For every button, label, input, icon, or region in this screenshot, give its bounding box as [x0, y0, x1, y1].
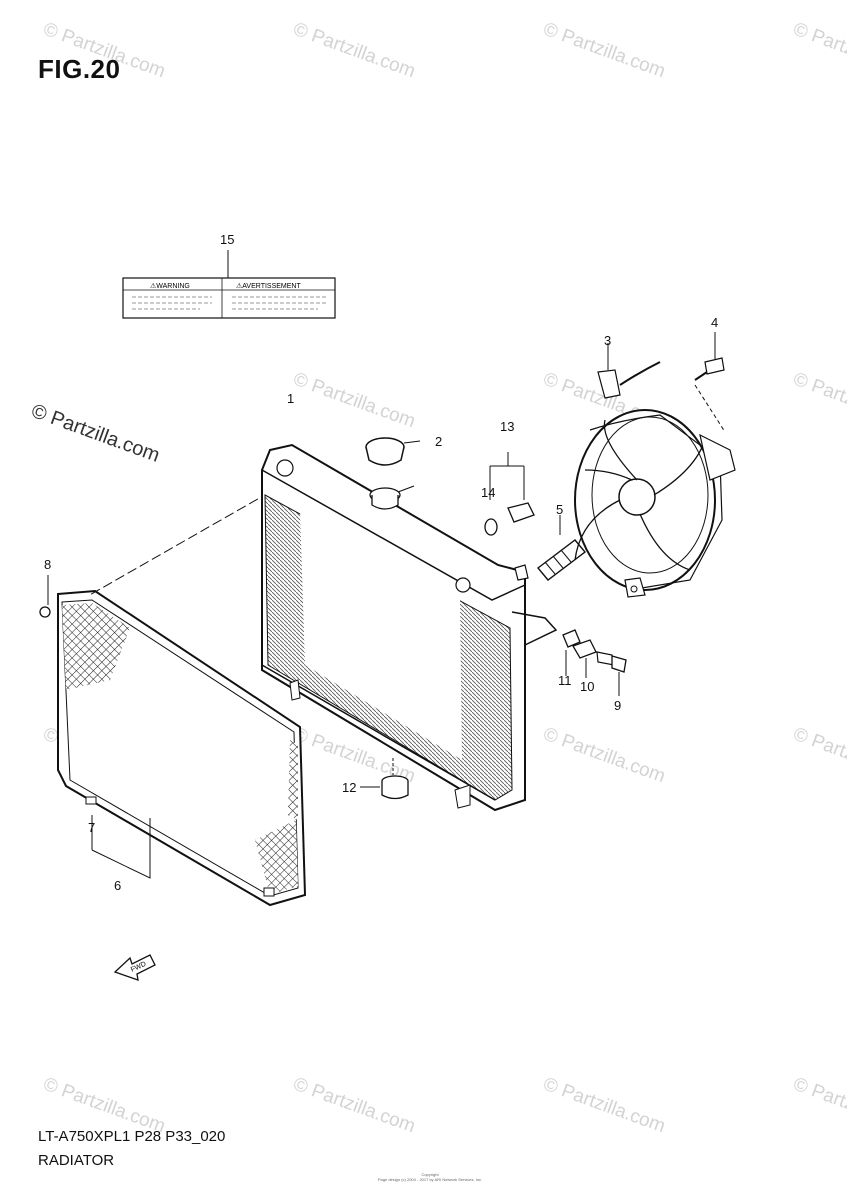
callout-13: 13	[500, 419, 514, 434]
thermo-switch	[484, 452, 535, 536]
callout-1: 1	[287, 391, 294, 406]
callout-14: 14	[481, 485, 495, 500]
callout-7: 7	[88, 820, 95, 835]
callout-9: 9	[614, 698, 621, 713]
screw-8	[39, 575, 51, 618]
warning-text: ⚠WARNING	[150, 282, 190, 290]
rubber-mount-12	[360, 775, 409, 800]
radiator-screen	[57, 491, 307, 907]
callout-11: 11	[558, 673, 572, 688]
callout-10: 10	[580, 679, 594, 694]
forward-direction-arrow: FWD	[113, 954, 156, 981]
copyright-line-1: Copyright	[421, 1172, 439, 1177]
model-code: LT-A750XPL1 P28 P33_020	[38, 1128, 226, 1145]
copyright-notice: Copyright Page design (c) 2004 - 2017 by…	[300, 1172, 560, 1182]
callout-4: 4	[711, 315, 718, 330]
hose-5	[536, 515, 587, 581]
bolt-4	[694, 332, 726, 433]
avertissement-text: ⚠AVERTISSEMENT	[236, 282, 301, 290]
section-name: RADIATOR	[38, 1152, 115, 1169]
callout-5: 5	[556, 502, 563, 517]
mount-hardware	[562, 629, 627, 696]
callout-2: 2	[435, 434, 442, 449]
radiator-cap	[365, 437, 421, 510]
figure-title: FIG.20	[38, 54, 121, 84]
callout-15: 15	[220, 232, 234, 247]
callout-bracket-6-7	[91, 815, 151, 879]
warning-label-sticker: ⚠WARNING ⚠AVERTISSEMENT	[122, 250, 336, 319]
copyright-line-2: Page design (c) 2004 - 2017 by ARI Netwo…	[377, 1177, 483, 1182]
callout-3: 3	[604, 333, 611, 348]
cooling-fan-assembly	[574, 343, 736, 598]
callout-6: 6	[114, 878, 121, 893]
callout-8: 8	[44, 557, 51, 572]
radiator-core	[261, 443, 558, 812]
callout-12: 12	[342, 780, 356, 795]
